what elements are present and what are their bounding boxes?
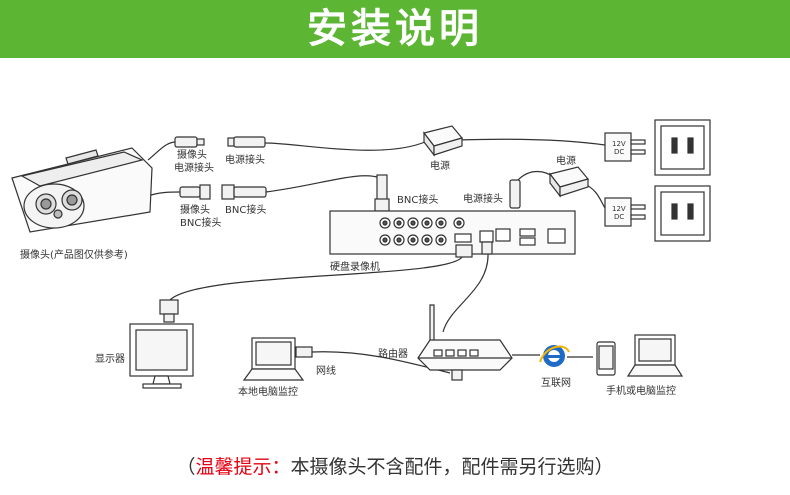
footer-note: （温馨提示：本摄像头不含配件，配件需另行选购） <box>0 452 790 479</box>
label-camera: 摄像头(产品图仅供参考) <box>20 248 128 261</box>
label-power-adapter-1: 电源 <box>430 159 450 172</box>
router <box>417 304 513 371</box>
label-monitor: 显示器 <box>95 353 125 365</box>
vga-connector <box>455 244 473 258</box>
label-camera-bnc-2: BNC接头 <box>180 216 221 229</box>
network-connector <box>481 241 493 255</box>
dvr-power-plug <box>509 179 521 209</box>
mobile-phone <box>596 341 616 376</box>
bnc-cable <box>265 175 381 193</box>
label-power-adapter-2: 电源 <box>556 154 576 167</box>
label-router: 路由器 <box>378 347 408 360</box>
footer-open-paren: （ <box>176 456 196 478</box>
label-local-pc: 本地电脑监控 <box>238 385 298 398</box>
title-banner <box>0 0 790 58</box>
label-camera-power-connector-1: 摄像头 <box>177 148 207 161</box>
power-adapter-2 <box>548 166 590 198</box>
laptop-network-plug <box>295 346 313 358</box>
local-laptop <box>242 337 305 381</box>
outlet-1-dc: DC <box>614 148 624 156</box>
camera-video-cable <box>147 191 181 197</box>
label-dvr: 硬盘录像机 <box>330 260 380 273</box>
label-camera-power-connector-2: 电源接头 <box>174 161 214 174</box>
camera-power-cable <box>147 141 176 161</box>
label-bnc-connector: BNC接头 <box>225 203 266 216</box>
footer-highlight: 温馨提示： <box>195 456 291 478</box>
outlet-2-voltage: 12V <box>612 205 626 213</box>
dvr-bnc-plug <box>374 174 390 212</box>
wall-outlet-1 <box>654 119 711 176</box>
internet-icon <box>539 345 570 367</box>
power-adapter-1-cable <box>454 138 606 146</box>
footer-close-paren: ） <box>594 456 614 478</box>
power-cable-1 <box>264 141 426 151</box>
page-title: 安装说明 <box>307 6 483 52</box>
label-power-connector: 电源接头 <box>225 153 265 166</box>
router-network-plug <box>451 369 463 381</box>
label-remote-monitor: 手机或电脑监控 <box>606 384 676 397</box>
bullet-camera <box>11 147 153 233</box>
footer-text: 本摄像头不含配件，配件需另行选购 <box>290 456 595 478</box>
power-adapter-1 <box>422 125 464 157</box>
wall-outlet-2 <box>654 185 711 242</box>
power-jack <box>227 136 266 148</box>
installation-diagram: 摄像头 电源接头 电源接头 电源 电源 12V DC 12V DC 摄像头 BN… <box>11 119 711 398</box>
label-dvr-power-connector: 电源接头 <box>463 192 503 205</box>
camera-bnc-plug <box>179 184 211 200</box>
label-internet: 互联网 <box>541 377 571 389</box>
monitor-vga-plug <box>159 299 179 323</box>
label-dvr-bnc-connector: BNC接头 <box>397 193 438 206</box>
vga-cable <box>169 254 464 301</box>
dc-adapter-1 <box>604 132 646 162</box>
bnc-plug <box>221 184 267 200</box>
remote-laptop <box>626 334 684 377</box>
label-camera-bnc-1: 摄像头 <box>180 203 210 216</box>
label-cable: 网线 <box>316 364 336 377</box>
camera-power-plug <box>174 136 205 148</box>
monitor <box>129 323 194 389</box>
dc-adapter-2 <box>604 197 646 227</box>
dvr-recorder <box>329 210 576 255</box>
outlet-1-voltage: 12V <box>612 140 626 148</box>
network-cable-dvr-router <box>442 251 489 333</box>
outlet-2-dc: DC <box>614 213 624 221</box>
